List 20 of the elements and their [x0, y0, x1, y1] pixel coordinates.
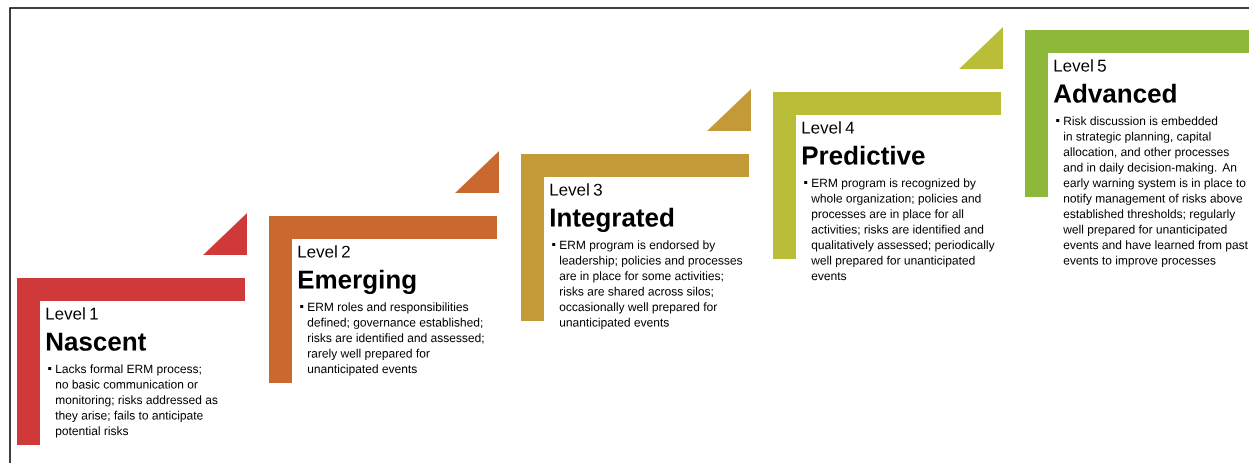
level-label: Level 4: [802, 121, 855, 134]
level-title: Nascent: [46, 332, 147, 351]
level-description: ERM program is recognized by whole organization; policies and processes are in place for all activities; risks are identified and qualitatively assessed; periodically well prepared for unanticipated events: [804, 178, 995, 281]
level-label: Level 5: [1054, 59, 1106, 72]
level-description: ERM roles and responsibilities defined; governance established; risks are identified and assessed; rarely well prepared for unanticipated events: [300, 302, 484, 376]
level-title: Integrated: [550, 207, 674, 233]
level-title: Predictive: [802, 145, 925, 165]
level-step: [773, 92, 1001, 281]
level-label: Level 2: [298, 245, 350, 258]
level-description: ERM program is endorsed by leadership; policies and processes are in place for some activities; risks are shared across silos; occasionally well prepared for unanticipated events: [552, 240, 743, 329]
level-description: Lacks formal ERM process; no basic communication or monitoring; risks addressed as they arise; fails to anticipate potential risks: [48, 364, 218, 438]
level-title: Emerging: [298, 269, 416, 295]
level-step: [17, 278, 245, 445]
level-title: Advanced: [1053, 83, 1176, 103]
level-step: [269, 216, 497, 383]
level-label: Level 1: [46, 307, 98, 320]
level-description: Risk discussion is embedded in strategic planning, capital allocation, and other processes and in daily decision-making. An early warning system is in place to notify management of risks above established thresholds; regularly well prepared for unanticipated events and have learned from past events to improve processes: [1056, 116, 1248, 267]
level-label: Level 3: [550, 183, 602, 196]
level-step: [1025, 30, 1249, 267]
level-step: [521, 154, 749, 329]
